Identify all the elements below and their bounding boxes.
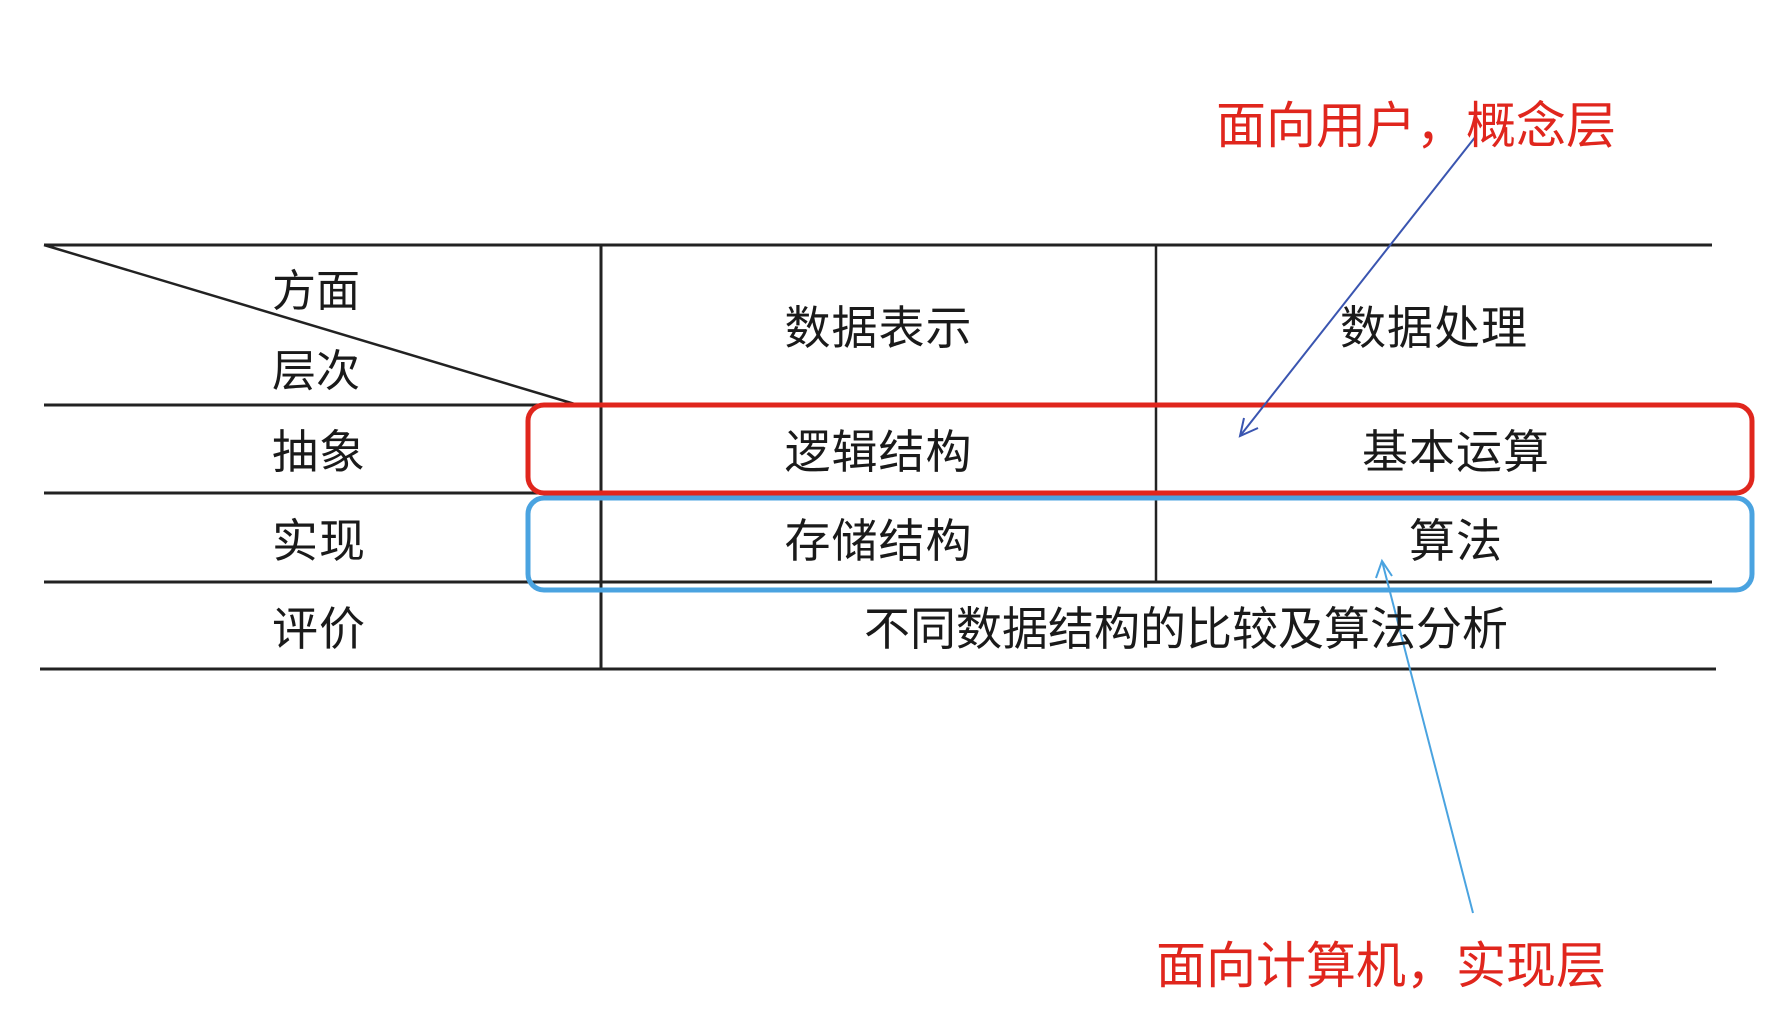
top-highlight-box (525, 402, 1755, 496)
corner-label-top: 方面 (272, 266, 360, 317)
annotation-bottom: 面向计算机，实现层 (1156, 937, 1606, 995)
corner-label-bottom: 层次 (272, 346, 360, 397)
cell-algorithm: 算法 (1409, 513, 1503, 568)
cell-logical-structure: 逻辑结构 (784, 425, 973, 479)
cell-comparison-analysis: 不同数据结构的比较及算法分析 (864, 601, 1508, 656)
cell-storage-structure: 存储结构 (784, 513, 973, 568)
annotation-top: 面向用户，概念层 (1216, 97, 1616, 155)
top-arrow-head (1238, 417, 1259, 438)
bottom-highlight-box (525, 495, 1755, 593)
corner-diagonal (43, 243, 579, 407)
row-label-implementation: 实现 (272, 513, 366, 568)
top-arrow-line (1239, 135, 1477, 437)
header-col-data-processing: 数据处理 (1340, 301, 1528, 355)
bottom-arrow-line (1381, 560, 1474, 914)
cell-basic-operations: 基本运算 (1362, 425, 1550, 479)
row-label-evaluation: 评价 (272, 601, 366, 656)
row-label-abstract: 抽象 (272, 425, 366, 479)
bottom-arrow-head (1375, 558, 1393, 579)
header-col-data-representation: 数据表示 (784, 301, 973, 355)
